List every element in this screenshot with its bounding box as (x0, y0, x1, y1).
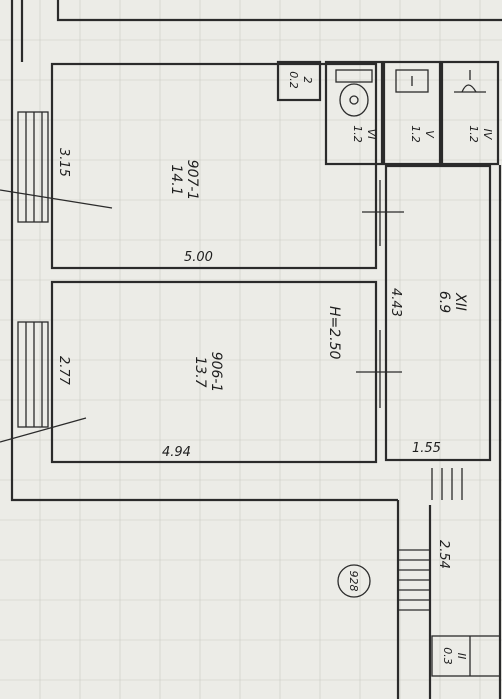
corridor-width: 1.55 (412, 441, 441, 456)
bath-5-area: 1.2 (409, 125, 422, 143)
room-906-1-area: 13.7 (192, 356, 208, 387)
bath-4-area: 1.2 (467, 125, 480, 143)
corridor-area: 6.9 (436, 291, 452, 313)
bath-5-code: V (423, 130, 436, 139)
bath-6-area: 1.2 (351, 125, 364, 143)
window-left-top (17, 111, 49, 223)
room-906-1-pointer (0, 417, 87, 443)
room-906-1-code: 906-1 (208, 352, 224, 393)
closet-2-code: 2 (301, 77, 314, 84)
room-907-1-pointer (0, 189, 113, 209)
room-907-1-depth: 3.15 (56, 148, 71, 177)
corridor-length: 4.43 (388, 288, 403, 317)
marker-circle-code: 928 (347, 571, 360, 592)
lower-right-dim: 2.54 (436, 540, 451, 569)
marker-circle (337, 564, 371, 598)
room-906-1-depth: 2.77 (56, 356, 71, 386)
stair-hatch (398, 468, 501, 677)
room-906-1-width: 4.94 (162, 445, 191, 460)
room-907-1-code: 907-1 (184, 160, 200, 201)
closet-2-area: 0.2 (287, 71, 300, 89)
ceiling-height: H=2.50 (326, 306, 342, 360)
lower-right-code: II (455, 653, 468, 660)
corridor-xii (384, 164, 492, 462)
room-907-1-width: 5.00 (184, 250, 213, 265)
window-left-bottom (17, 321, 49, 428)
bath-4-code: IV (481, 129, 494, 141)
bath-6-code: VI (365, 129, 378, 140)
room-907-1-area: 14.1 (168, 164, 184, 195)
bathroom-block (276, 60, 500, 166)
lower-right-area: 0.3 (441, 647, 454, 665)
outer-walls (10, 0, 502, 699)
corridor-code: XII (452, 292, 468, 311)
room-907-1 (50, 62, 378, 270)
